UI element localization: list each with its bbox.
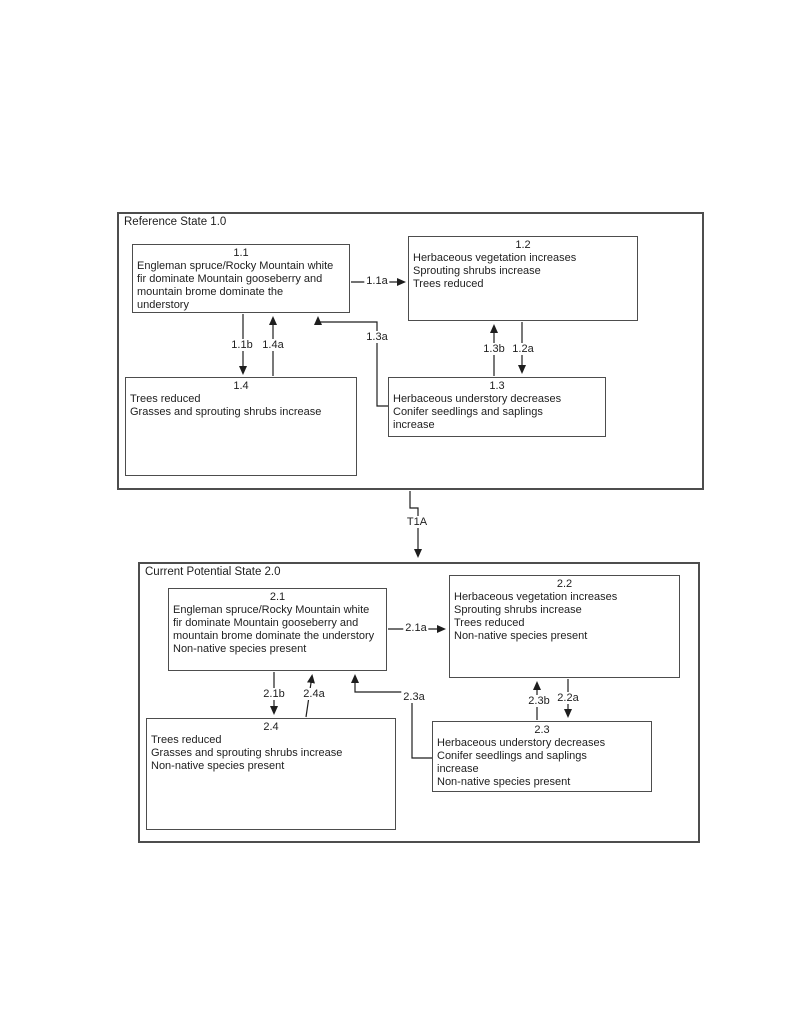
state-box-2-1: 2.1 Engleman spruce/Rocky Mountain white… — [168, 588, 387, 671]
arrow-label-2-3b: 2.3b — [526, 695, 552, 707]
state-box-2-2: 2.2 Herbaceous vegetation increases Spro… — [449, 575, 680, 678]
state-box-number: 1.4 — [233, 380, 249, 392]
arrow-label-2-4a: 2.4a — [301, 688, 327, 700]
arrow-label-2-1a: 2.1a — [403, 622, 429, 634]
reference-state-title: Reference State 1.0 — [124, 216, 227, 228]
arrow-label-2-3a: 2.3a — [401, 691, 427, 703]
state-box-number: 2.2 — [556, 578, 573, 590]
state-box-1-1: 1.1 Engleman spruce/Rocky Mountain white… — [132, 244, 350, 313]
arrow-label-1-3b: 1.3b — [481, 343, 507, 355]
state-box-2-4: 2.4 Trees reduced Grasses and sprouting … — [146, 718, 396, 830]
state-box-body: Herbaceous vegetation increases Sproutin… — [413, 252, 577, 290]
state-box-body: Engleman spruce/Rocky Mountain white fir… — [137, 260, 334, 311]
state-box-body: Trees reduced Grasses and sprouting shru… — [130, 393, 322, 418]
reference-state-container: Reference State 1.0 — [117, 212, 704, 490]
arrow-label-2-1b: 2.1b — [261, 688, 287, 700]
state-box-number: 2.1 — [269, 591, 286, 603]
state-box-1-3: 1.3 Herbaceous understory decreases Coni… — [388, 377, 606, 437]
state-box-number: 1.2 — [515, 239, 531, 251]
state-box-2-3: 2.3 Herbaceous understory decreases Coni… — [432, 721, 652, 792]
arrow-label-2-2a: 2.2a — [555, 692, 581, 704]
state-box-body: Engleman spruce/Rocky Mountain white fir… — [173, 604, 375, 655]
arrow-label-1-3a: 1.3a — [364, 331, 390, 343]
state-box-body: Herbaceous understory decreases Conifer … — [393, 393, 562, 431]
state-box-body: Trees reduced Grasses and sprouting shru… — [151, 734, 343, 772]
state-box-1-4: 1.4 Trees reduced Grasses and sprouting … — [125, 377, 357, 476]
state-box-number: 2.3 — [534, 724, 550, 736]
arrow-label-1-1a: 1.1a — [364, 275, 390, 287]
arrow-label-1-1b: 1.1b — [229, 339, 255, 351]
arrow-label-1-4a: 1.4a — [260, 339, 286, 351]
arrow-label-1-2a: 1.2a — [510, 343, 536, 355]
state-box-number: 1.3 — [489, 380, 505, 392]
state-box-number: 1.1 — [233, 247, 249, 259]
state-box-body: Herbaceous vegetation increases Sproutin… — [454, 591, 618, 642]
state-box-body: Herbaceous understory decreases Conifer … — [437, 737, 606, 788]
state-box-1-2: 1.2 Herbaceous vegetation increases Spro… — [408, 236, 638, 321]
arrow-label-t1a: T1A — [404, 516, 430, 528]
current-state-container: Current Potential State 2.0 — [138, 562, 700, 843]
current-state-title: Current Potential State 2.0 — [145, 566, 281, 578]
state-box-number: 2.4 — [263, 721, 279, 733]
